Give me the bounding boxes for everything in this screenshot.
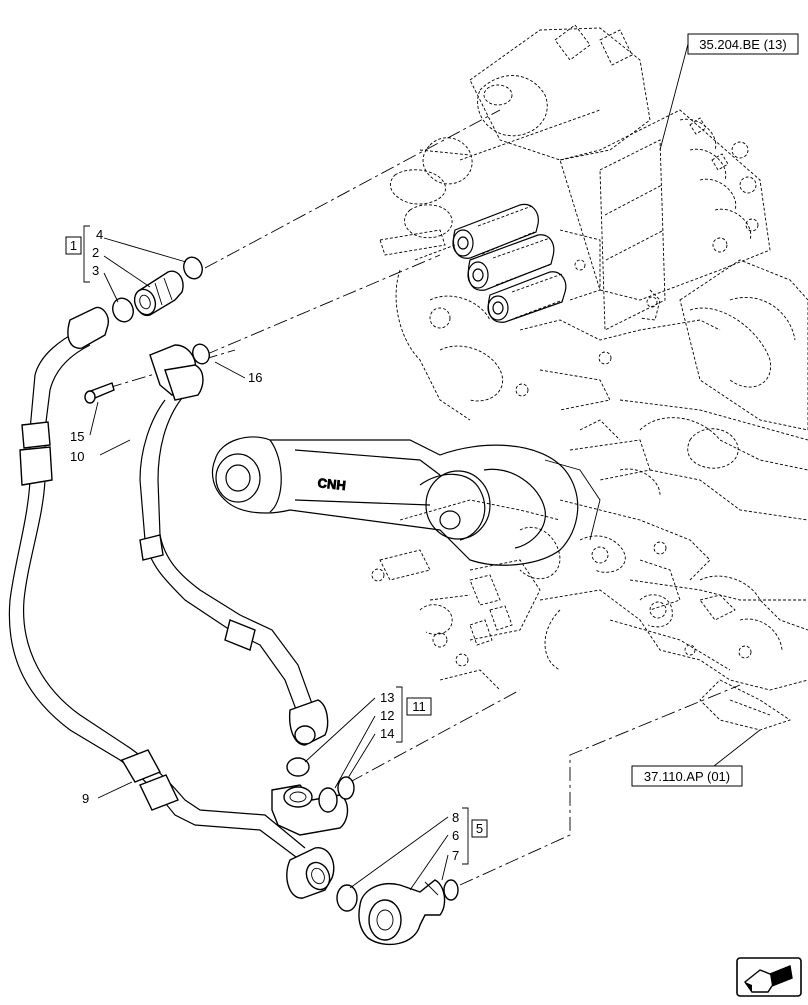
elbow-fitting-6: [358, 879, 446, 946]
valve-block-assembly: [379, 24, 771, 421]
lift-arm: CNH: [211, 436, 601, 566]
callout-2: 2: [92, 245, 99, 260]
o-ring-8: [336, 884, 358, 912]
axle-housing-assembly: [371, 259, 808, 731]
o-ring-3: [112, 297, 134, 323]
o-ring-4: [183, 256, 203, 280]
o-ring-16: [192, 343, 210, 365]
group-box-1: [65, 236, 82, 255]
callout-9: 9: [82, 791, 89, 806]
callout-15: 15: [70, 429, 84, 444]
group-label-5: 5: [476, 821, 483, 836]
callout-8: 8: [452, 810, 459, 825]
next-page-arrow-icon[interactable]: [736, 957, 802, 997]
reference-35-204-be-label: 35.204.BE (13): [699, 37, 786, 52]
group-label-11: 11: [412, 699, 426, 714]
reference-37-110-ap[interactable]: 37.110.AP (01): [631, 765, 743, 787]
callout-14: 14: [380, 726, 394, 741]
callout-leaders: [89, 43, 761, 891]
hose-10: [139, 344, 329, 746]
callout-7: 7: [452, 848, 459, 863]
callout-10: 10: [70, 449, 84, 464]
group-box-11: [406, 697, 432, 716]
cnh-logo: CNH: [317, 475, 347, 493]
reference-35-204-be[interactable]: 35.204.BE (13): [687, 33, 799, 55]
reference-37-110-ap-label: 37.110.AP (01): [644, 769, 730, 784]
callout-3: 3: [92, 263, 99, 278]
o-ring-14: [337, 776, 355, 800]
o-ring-7: [443, 879, 459, 901]
hose-9: [8, 306, 335, 899]
callout-13: 13: [380, 690, 394, 705]
callout-4: 4: [96, 227, 103, 242]
group-label-1: 1: [70, 238, 77, 253]
o-ring-13: [286, 757, 310, 777]
group-box-5: [471, 819, 488, 838]
assembly-leader-lines: [107, 109, 741, 886]
elbow-fitting-12: [271, 784, 349, 836]
bolt-15: [84, 382, 115, 404]
callout-16: 16: [248, 370, 262, 385]
adapter-fitting-2: [133, 270, 184, 317]
callout-12: 12: [380, 708, 394, 723]
callout-6: 6: [452, 828, 459, 843]
